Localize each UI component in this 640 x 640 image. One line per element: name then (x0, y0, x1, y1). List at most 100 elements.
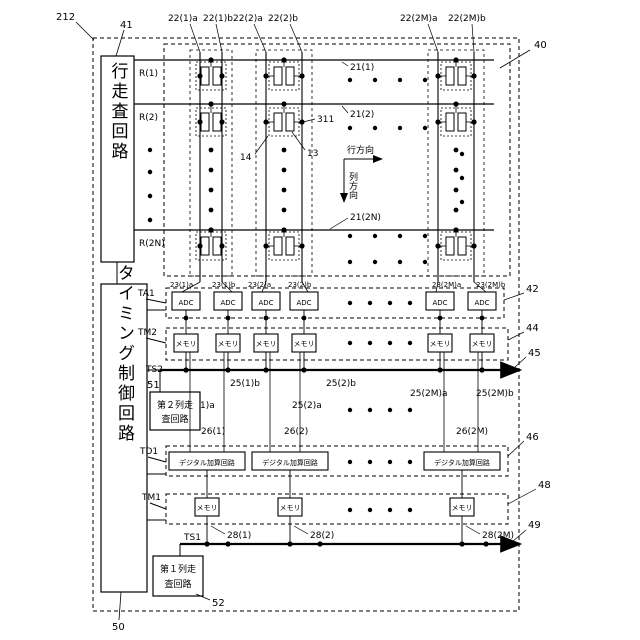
bus-junction (263, 367, 268, 372)
ellipsis-dot (348, 341, 352, 345)
ellipsis-dot (282, 208, 287, 213)
ellipsis-dot (368, 508, 372, 512)
memory2-output-label: 25(2M)a (410, 389, 447, 399)
memory1-unit: メモリ28(2M) (450, 498, 514, 544)
ellipsis-dot (282, 168, 287, 173)
bus-junction (301, 367, 306, 372)
device-boundary (93, 38, 519, 611)
memory-text: メモリ (256, 340, 277, 348)
ellipsis-dot (423, 234, 427, 238)
col-label-2a: 22(2)a (233, 14, 263, 24)
memory-text: メモリ (294, 340, 315, 348)
ellipsis-dot (388, 460, 392, 464)
ellipsis-dot (348, 408, 352, 412)
memory-text: メモリ (452, 504, 473, 512)
ellipsis-dot (454, 148, 459, 153)
row-wire-label-2: 21(2) (350, 110, 374, 120)
memory2-unit: メモリ (174, 310, 198, 370)
ellipsis-dot (209, 168, 214, 173)
ellipsis-dot (408, 408, 412, 412)
memory2-unit: メモリ (470, 310, 494, 370)
ellipsis-dot (454, 168, 459, 173)
row-scan-label: 41 (120, 20, 133, 31)
col-label-2ma: 22(2M)a (400, 14, 437, 24)
adc-output-label: 23(2M)b (476, 281, 506, 289)
memory-text: メモリ (197, 504, 218, 512)
ellipsis-dot (348, 260, 352, 264)
ellipsis-dot (373, 78, 377, 82)
memory2-output-label: 25(2)b (326, 379, 356, 389)
pixel-cell (196, 57, 226, 90)
memory1-unit: メモリ 28(1) (195, 498, 251, 544)
row-scan-text: 行走査回路 (108, 62, 129, 162)
col-label-1a: 22(1)a (168, 14, 198, 24)
bus-junction (225, 541, 230, 546)
digital-adder-text: デジタル加算回路 (434, 458, 490, 467)
ellipsis-dot (460, 176, 464, 180)
ellipsis-dot (388, 508, 392, 512)
adc-block-label: 42 (526, 284, 539, 295)
ellipsis-dot (373, 234, 377, 238)
ta1-label: TA1 (137, 289, 155, 299)
tm2-label: TM2 (137, 328, 157, 338)
ellipsis-dot (368, 408, 372, 412)
ellipsis-dot (373, 126, 377, 130)
adc-unit: ADC (252, 292, 280, 310)
memory2-unit: メモリ (292, 310, 316, 370)
adc-unit: ADC (214, 292, 242, 310)
ellipsis-dot (209, 208, 214, 213)
adc-text: ADC (220, 299, 235, 307)
bus-junction (317, 541, 322, 546)
adder-label: 26(2) (284, 427, 308, 437)
memory2-unit: メモリ (254, 310, 278, 370)
memory1-output-label: 28(1) (227, 531, 251, 541)
memory-text: メモリ (430, 340, 451, 348)
ellipsis-dot (423, 126, 427, 130)
pixel-ref-13: 13 (307, 149, 318, 159)
row-label-1: R(1) (139, 69, 158, 79)
bus-junction (287, 541, 292, 546)
adc-output-label: 23(1)a (170, 281, 193, 289)
first-column-scan-circuit (153, 556, 203, 596)
ellipsis-dot (209, 188, 214, 193)
pixel-cell (263, 227, 304, 260)
ellipsis-dot (408, 341, 412, 345)
adc-unit: ADC (426, 292, 454, 310)
row-direction-text: 行方向 (347, 144, 374, 156)
digital-adder-text: デジタル加算回路 (262, 458, 318, 467)
row-label-2n: R(2N) (139, 239, 165, 249)
timing-control-label: 50 (112, 622, 125, 633)
adc-text: ADC (474, 299, 489, 307)
bus-junction (483, 541, 488, 546)
adder-block-label: 46 (526, 432, 539, 443)
row-wire-label-2n: 21(2N) (350, 213, 381, 223)
ellipsis-dot (398, 126, 402, 130)
adc-unit: ADC (468, 292, 496, 310)
bus-junction (183, 367, 188, 372)
ellipsis-dot (454, 208, 459, 213)
ellipsis-dot (348, 234, 352, 238)
pixel-ref-14: 14 (240, 153, 252, 163)
digital-adder-text: デジタル加算回路 (179, 458, 235, 467)
bus-junction (459, 541, 464, 546)
ellipsis-dot (423, 78, 427, 82)
pixel-cell (435, 57, 476, 90)
ellipsis-dot (398, 234, 402, 238)
ellipsis-dot (368, 301, 372, 305)
adc-unit: ADC (172, 292, 200, 310)
memory2-output-label: 25(1)b (230, 379, 260, 389)
ellipsis-dot (423, 260, 427, 264)
ellipsis-dot (282, 188, 287, 193)
memory-text: メモリ (218, 340, 239, 348)
ellipsis-dot (348, 460, 352, 464)
pixel-cell (263, 57, 304, 90)
memory2-output-label: 25(2M)b (476, 389, 514, 399)
col-label-1b: 22(1)b (203, 14, 233, 24)
pixel-cell (196, 227, 226, 260)
ts1-label: TS1 (183, 533, 201, 543)
adc-text: ADC (432, 299, 447, 307)
memory2-unit: メモリ (216, 310, 240, 370)
memory-text: メモリ (472, 340, 493, 348)
adc-output-label: 23(2M)a (432, 281, 461, 289)
